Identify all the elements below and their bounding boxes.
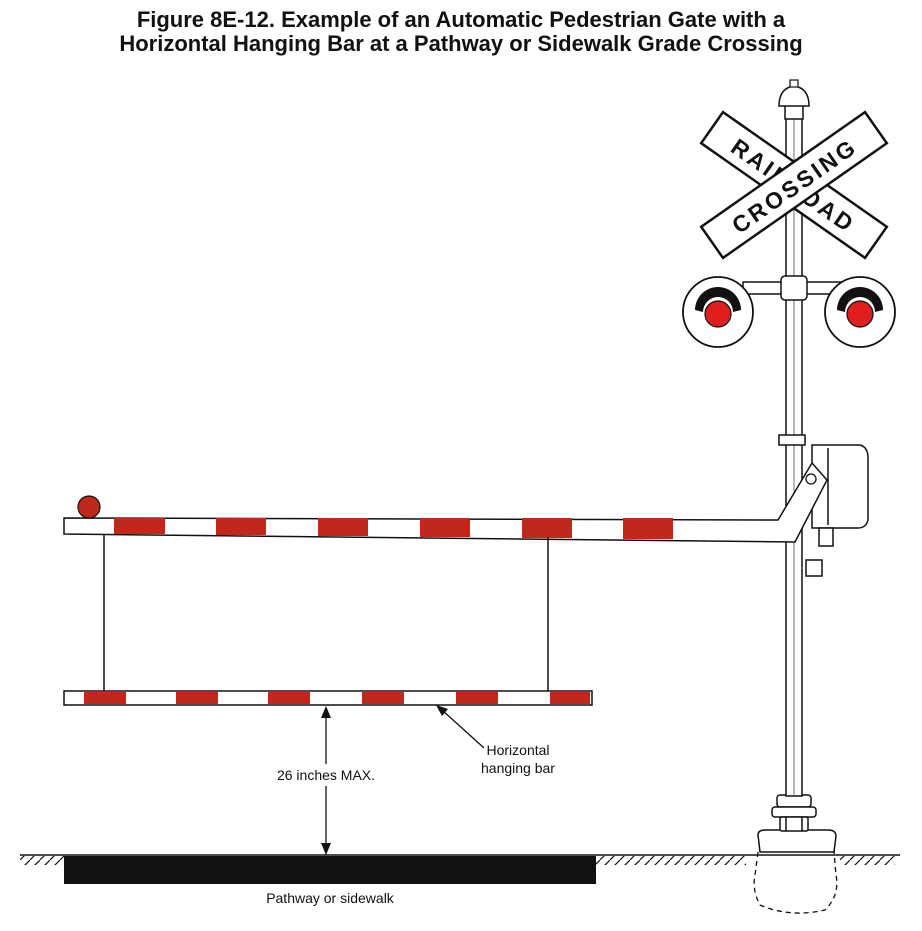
figure-title-line-1: Figure 8E-12. Example of an Automatic Pe… bbox=[136, 7, 786, 32]
hanging-bar-label-line-1: Horizontal bbox=[486, 742, 549, 758]
hanging-bar-leader-arrow bbox=[436, 705, 485, 749]
ground-surface bbox=[20, 854, 900, 865]
mast-foundation bbox=[753, 829, 838, 914]
figure-title: Figure 8E-12. Example of an Automatic Pe… bbox=[0, 8, 922, 56]
flashing-lights bbox=[682, 275, 896, 348]
horizontal-hanging-bar bbox=[63, 690, 593, 706]
right-flashing-light bbox=[824, 276, 896, 348]
left-flashing-light bbox=[682, 276, 754, 348]
gate-mechanism bbox=[778, 434, 869, 577]
gate-arm bbox=[63, 461, 828, 543]
pathway-label: Pathway or sidewalk bbox=[266, 890, 395, 906]
pathway-surface bbox=[64, 856, 596, 884]
clearance-dimension-label: 26 inches MAX. bbox=[277, 767, 375, 783]
figure-title-line-2: Horizontal Hanging Bar at a Pathway or S… bbox=[119, 31, 803, 56]
hanging-bar-label-line-2: hanging bar bbox=[481, 760, 555, 776]
mast-cap bbox=[778, 79, 810, 120]
gate-arm-tip-light bbox=[77, 495, 101, 519]
mast-base bbox=[771, 794, 817, 832]
